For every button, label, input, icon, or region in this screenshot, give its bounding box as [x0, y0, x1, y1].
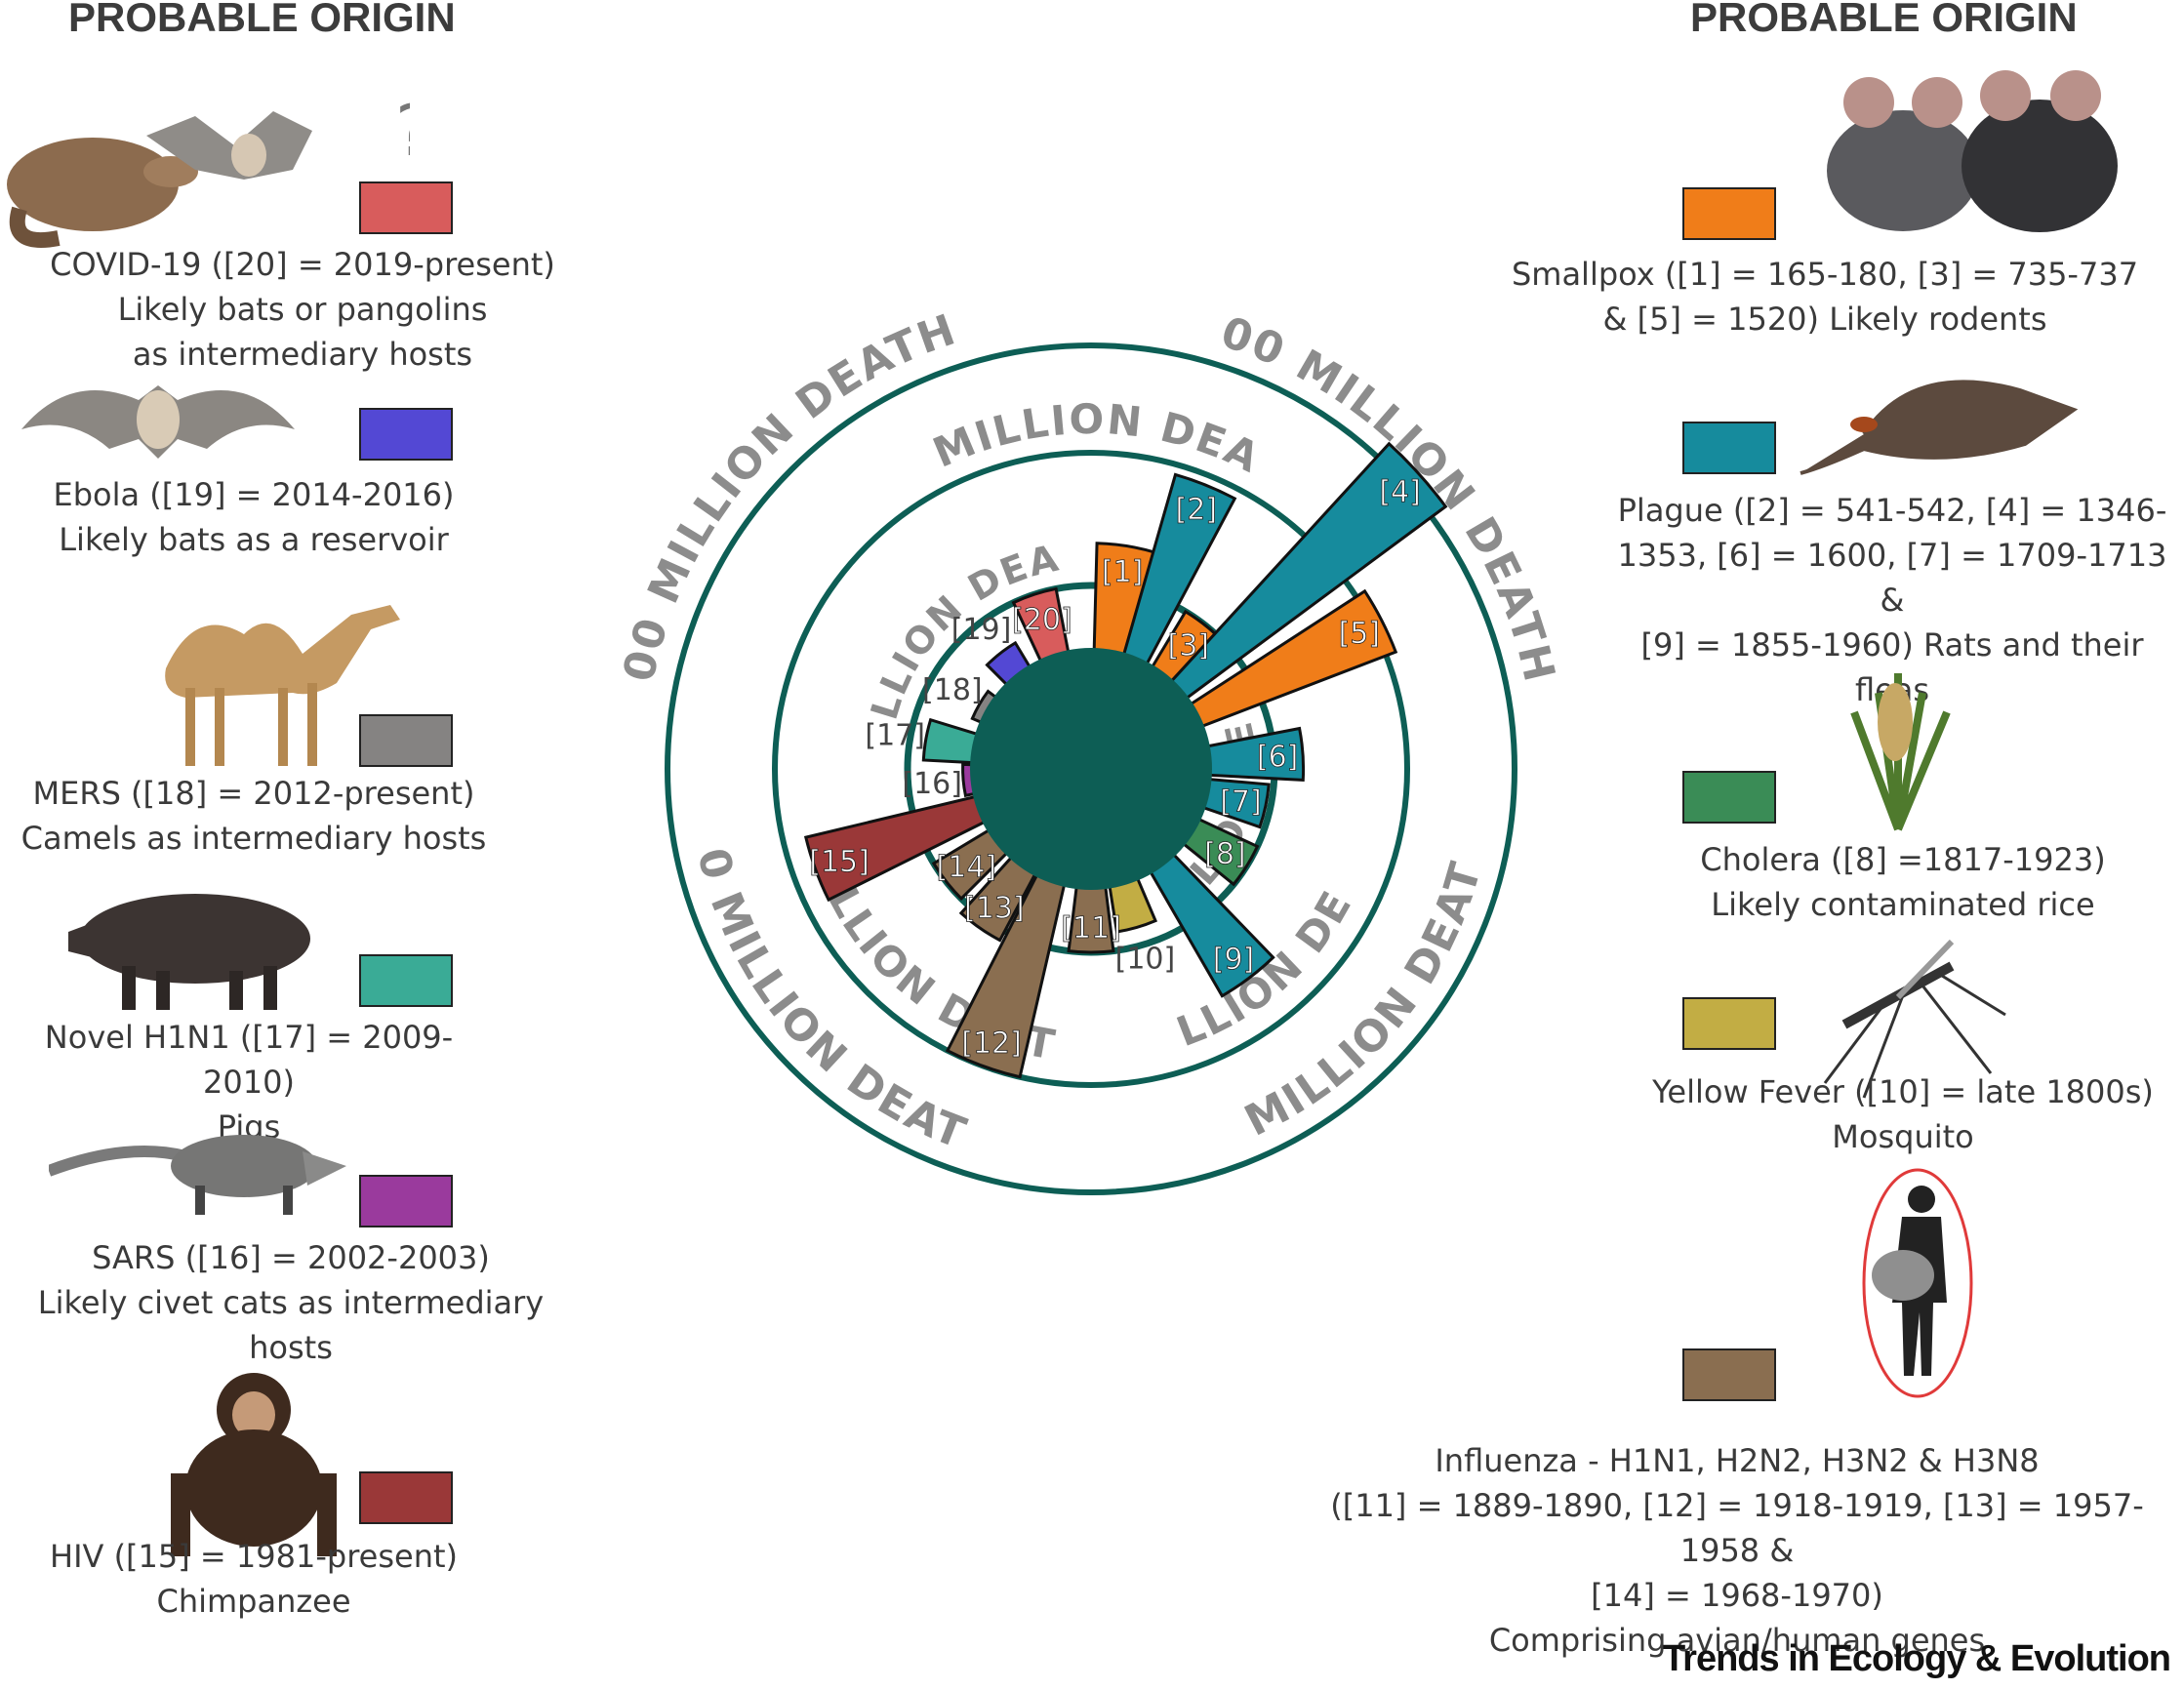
bar-label-16: [16] — [902, 767, 962, 801]
bar-14 — [931, 824, 1015, 902]
bar-11 — [1067, 877, 1115, 954]
legend-text-cholera: Cholera ([8] =1817-1923) Likely contamin… — [1700, 841, 2106, 923]
swatch-hiv — [359, 1471, 453, 1524]
bar-label-13: [13] — [964, 892, 1025, 926]
bar-label-14: [14] — [937, 851, 997, 885]
chimpanzee-icon — [171, 1373, 337, 1556]
bar-label-12: [12] — [961, 1026, 1022, 1061]
bar-label-15: [15] — [809, 845, 870, 879]
legend-text-influenza: Influenza - H1N1, H2N2, H3N2 & H3N8 ([11… — [1330, 1442, 2144, 1659]
legend-text-smallpox: Smallpox ([1] = 165-180, [3] = 735-737 &… — [1511, 256, 2139, 338]
bar-2 — [1119, 472, 1237, 673]
bar-label-19: [19] — [951, 613, 1012, 647]
bar-15 — [803, 792, 993, 903]
human-chicken-icon — [1862, 1168, 1973, 1398]
rat-flea-icon — [1800, 380, 2079, 475]
swatch-smallpox — [1682, 187, 1776, 240]
bar-12 — [945, 865, 1069, 1079]
civet-icon — [49, 1135, 346, 1215]
bar-5 — [1182, 588, 1398, 732]
rice-icon — [1850, 673, 1951, 831]
swatch-mers — [359, 714, 453, 767]
mice-icon — [1827, 70, 2118, 232]
swatch-h1n1 — [359, 954, 453, 1007]
legend-text-mers: MERS ([18] = 2012-present) Camels as int… — [20, 775, 487, 857]
legend-text-h1n1: Novel H1N1 ([17] = 2009-2010) Pigs — [44, 1019, 454, 1146]
bar-6 — [1198, 726, 1306, 782]
bar-label-1: [1] — [1102, 555, 1144, 589]
right-header: PROBABLE ORIGIN — [1690, 0, 2078, 40]
bar-7 — [1194, 777, 1271, 829]
bar-label-20: [20] — [1012, 603, 1072, 637]
legend-text-sars: SARS ([16] = 2002-2003) Likely civet cat… — [37, 1239, 545, 1366]
bar-label-10: [10] — [1115, 942, 1176, 976]
swatch-sars — [359, 1175, 453, 1227]
legend-text-covid: COVID-19 ([20] = 2019-present) Likely ba… — [50, 246, 555, 373]
swatch-covid — [359, 181, 453, 234]
chart-hub — [970, 648, 1212, 890]
bar-10 — [1107, 869, 1158, 934]
ring-3 — [665, 342, 1517, 1195]
legend-text-ebola: Ebola ([19] = 2014-2016) Likely bats as … — [53, 476, 455, 558]
bar-label-17: [17] — [865, 719, 925, 753]
bar-label-3: [3] — [1167, 628, 1209, 663]
bar-8 — [1175, 814, 1260, 887]
bar-label-2: [2] — [1176, 493, 1218, 527]
bar-label-9: [9] — [1213, 943, 1255, 977]
bar-label-8: [8] — [1204, 837, 1246, 871]
legend-text-hiv: HIV ([15] = 1981-present) Chimpanzee — [50, 1538, 458, 1620]
swatch-cholera — [1682, 771, 1776, 824]
swatch-plague — [1682, 422, 1776, 474]
camel-icon — [165, 605, 400, 766]
mosquito-icon — [1823, 939, 2006, 1099]
bar-label-7: [7] — [1220, 785, 1262, 820]
legend-text-yellow-fever: Yellow Fever ([10] = late 1800s) Mosquit… — [1652, 1073, 2154, 1155]
bat-icon — [21, 385, 295, 459]
bar-label-6: [6] — [1257, 741, 1299, 775]
bar-labels: [1] [2] [3] [4] [5] [6] [7] [8] [9] [10][11] [12] [… — [809, 475, 1421, 1062]
bar-label-4: [4] — [1379, 475, 1421, 509]
swatch-influenza — [1682, 1348, 1776, 1401]
bar-label-5: [5] — [1339, 617, 1381, 651]
bar-13 — [958, 849, 1041, 943]
svg-text:?: ? — [395, 90, 410, 172]
swatch-yellow-fever — [1682, 997, 1776, 1050]
bar-label-11: [11] — [1061, 911, 1121, 946]
swatch-ebola — [359, 408, 453, 461]
radial-bars — [803, 441, 1448, 1079]
left-header: PROBABLE ORIGIN — [68, 0, 456, 40]
journal-credit: Trends in Ecology & Evolution — [1663, 1638, 2171, 1679]
bar-20 — [1011, 586, 1072, 670]
bar-9 — [1145, 847, 1275, 998]
bar-label-18: [18] — [922, 673, 983, 707]
legend-text-plague: Plague ([2] = 541-542, [4] = 1346- 1353,… — [1617, 492, 2167, 708]
pangolin-bat-icon: ? — [7, 90, 410, 248]
bar-17 — [921, 717, 987, 765]
pig-icon — [68, 894, 310, 1010]
ring-2 — [772, 450, 1410, 1088]
bar-4 — [1163, 441, 1448, 705]
